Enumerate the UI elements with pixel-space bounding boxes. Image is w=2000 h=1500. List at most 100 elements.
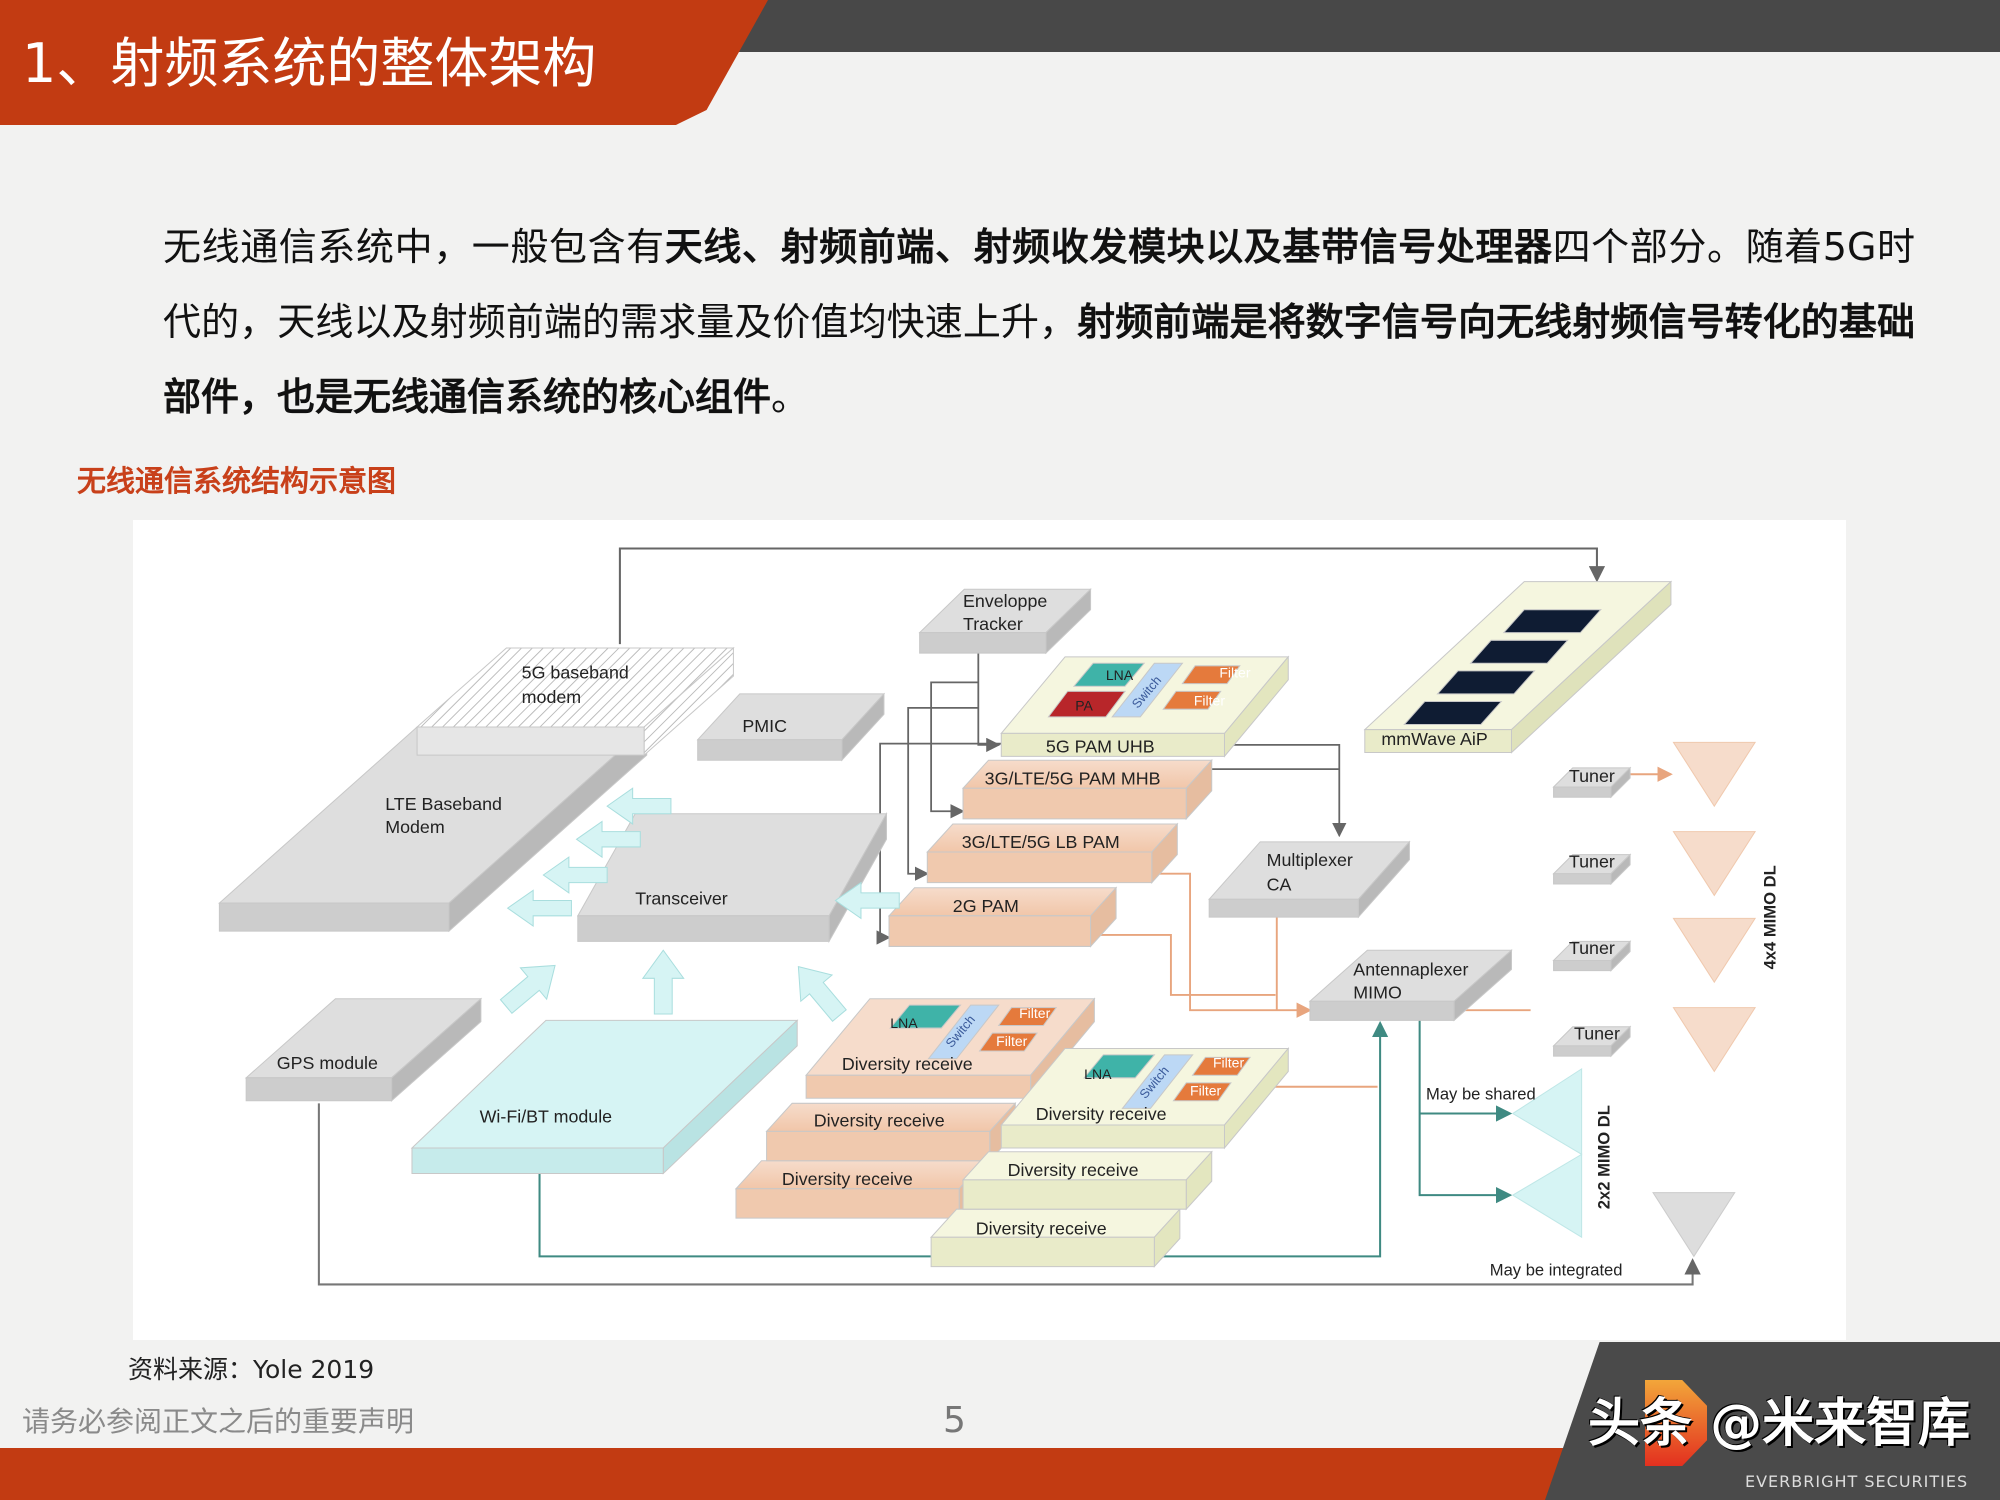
- tuner-block-front: [1553, 1045, 1612, 1057]
- chip-lna-label: LNA: [890, 1015, 918, 1031]
- label-diversity-receive: Diversity receive: [1036, 1104, 1167, 1124]
- label-gps-module: GPS module: [277, 1053, 378, 1073]
- label-envelope-tracker: Enveloppe: [963, 591, 1047, 611]
- watermark: 头条 @米来智库: [1588, 1394, 1971, 1454]
- data-flow-arrow-icon: [499, 964, 556, 1015]
- label-transceiver: Transceiver: [635, 888, 728, 908]
- label-5g-baseband: modem: [522, 687, 582, 707]
- chip-filter-label: Filter: [1190, 1083, 1221, 1099]
- switch-chip: [927, 1004, 1000, 1060]
- switch-chip: [1111, 662, 1184, 718]
- mmwave-antenna-panel: [1469, 639, 1569, 664]
- mmwave-aip-block-front: [1364, 729, 1512, 754]
- chip-filter-label: Filter: [1219, 664, 1250, 680]
- filter-chip: [997, 1007, 1058, 1027]
- paragraph-bold-text: 天线、射频前端、射频收发模块以及基带信号处理器: [664, 225, 1553, 269]
- label-pam-mhb: 3G/LTE/5G PAM MHB: [985, 768, 1161, 788]
- data-flow-arrow-icon: [641, 949, 685, 1015]
- label-5g-pam-uhb: 5G PAM UHB: [1046, 737, 1155, 757]
- label-4x4-mimo: 4x4 MIMO DL: [1761, 865, 1780, 969]
- gps-antenna-icon: [1652, 1192, 1736, 1258]
- chip-lna-label: LNA: [1106, 667, 1134, 683]
- antennaplexer-block-front: [1309, 1000, 1455, 1021]
- transceiver-block-front: [577, 915, 830, 942]
- diversity-right-3-front: [930, 1236, 1155, 1268]
- data-flow-arrow-icon: [542, 856, 608, 894]
- envelope-tracker-block-front: [919, 632, 1047, 654]
- 5g-baseband-block-front: [416, 726, 645, 756]
- lna-chip: [1072, 662, 1146, 687]
- paragraph-text: 。: [771, 375, 810, 419]
- page-number: 5: [943, 1400, 966, 1441]
- label-2x2-mimo: 2x2 MIMO DL: [1595, 1105, 1614, 1209]
- pa-chip: [1047, 690, 1127, 718]
- label-pam-lb: 3G/LTE/5G LB PAM: [962, 832, 1120, 852]
- label-lte-baseband: LTE Baseband: [385, 794, 502, 814]
- label-tuner: Tuner: [1569, 938, 1615, 958]
- pam-lb-block-front: [926, 851, 1153, 884]
- filter-chip: [1162, 690, 1222, 710]
- label-multiplexer: Multiplexer: [1267, 850, 1353, 870]
- antenna-4x4-icon: [1672, 831, 1757, 897]
- label-may-be-integrated: May be integrated: [1490, 1261, 1623, 1280]
- antenna-2x2-icon: [1511, 1067, 1583, 1156]
- chip-filter-label: Filter: [1194, 692, 1225, 708]
- antenna-4x4-icon: [1672, 1007, 1757, 1073]
- diversity-right-1-front: [1000, 1124, 1225, 1149]
- label-pmic: PMIC: [742, 716, 787, 736]
- label-antennaplexer: Antennaplexer: [1353, 960, 1468, 980]
- lte-baseband-block-front: [218, 902, 450, 932]
- label-tuner: Tuner: [1569, 766, 1615, 786]
- multiplexer-block-front: [1208, 898, 1359, 918]
- page-title: 1、射频系统的整体架构: [22, 32, 597, 95]
- paragraph-bold-text: 射频前端是将数字信号向无线射频信号转化的基础部件，也是无线通信系统的核心组件: [163, 300, 1915, 419]
- label-envelope-tracker: Tracker: [963, 614, 1023, 634]
- label-diversity-receive: Diversity receive: [1008, 1160, 1139, 1180]
- mmwave-antenna-panel: [1436, 670, 1536, 695]
- paragraph-text: 无线通信系统中，一般包含有: [163, 225, 665, 269]
- diversity-left-2-front: [766, 1130, 991, 1162]
- label-diversity-receive: Diversity receive: [976, 1219, 1107, 1239]
- pam-mhb-block-front: [962, 787, 1187, 820]
- mmwave-antenna-panel: [1502, 609, 1602, 634]
- chip-lna-label: LNA: [1084, 1066, 1112, 1082]
- tuner-block-front: [1553, 873, 1612, 885]
- data-flow-arrow-icon: [575, 820, 641, 859]
- chip-filter-label: Filter: [1213, 1055, 1244, 1071]
- label-tuner: Tuner: [1574, 1024, 1620, 1044]
- label-diversity-receive: Diversity receive: [782, 1169, 913, 1189]
- diversity-left-1-front: [805, 1074, 1032, 1099]
- title-banner: [0, 0, 768, 125]
- label-may-be-shared: May be shared: [1426, 1084, 1536, 1103]
- data-flow-arrow-icon: [606, 787, 672, 825]
- source-note: 资料来源：Yole 2019: [128, 1355, 375, 1384]
- antenna-2x2-icon: [1511, 1153, 1583, 1239]
- label-multiplexer: CA: [1267, 874, 1292, 894]
- label-2g-pam: 2G PAM: [953, 896, 1019, 916]
- bottom-dark-panel: [1545, 1342, 2000, 1500]
- lna-chip: [889, 1004, 962, 1029]
- label-diversity-receive: Diversity receive: [814, 1110, 945, 1130]
- label-5g-baseband: 5G baseband: [522, 663, 629, 683]
- label-diversity-receive: Diversity receive: [842, 1054, 973, 1074]
- mmwave-antenna-panel: [1403, 701, 1503, 725]
- chip-filter-label: Filter: [996, 1033, 1027, 1049]
- diversity-right-2-front: [962, 1179, 1187, 1210]
- connection-lines: [317, 547, 1701, 1286]
- label-tuner: Tuner: [1569, 851, 1615, 871]
- tuner-block-front: [1553, 959, 1612, 972]
- pam-uhb-block-front: [1000, 732, 1225, 757]
- data-flow-arrow-icon: [506, 889, 572, 928]
- logo-text: EVERBRIGHT SECURITIES: [1745, 1472, 1969, 1491]
- filter-chip: [1172, 1082, 1232, 1102]
- label-lte-baseband: Modem: [385, 817, 445, 837]
- antenna-4x4-icon: [1672, 741, 1757, 808]
- switch-chip: [1121, 1054, 1194, 1109]
- data-flow-arrow-icon: [834, 881, 900, 920]
- filter-chip: [1181, 665, 1241, 685]
- chip-pa-label: PA: [1075, 697, 1093, 713]
- gps-module-block-front: [245, 1077, 393, 1102]
- disclaimer-link[interactable]: 请务必参阅正文之后的重要声明: [22, 1405, 415, 1438]
- pmic-block-front: [697, 739, 843, 761]
- chip-filter-label: Filter: [1019, 1005, 1050, 1021]
